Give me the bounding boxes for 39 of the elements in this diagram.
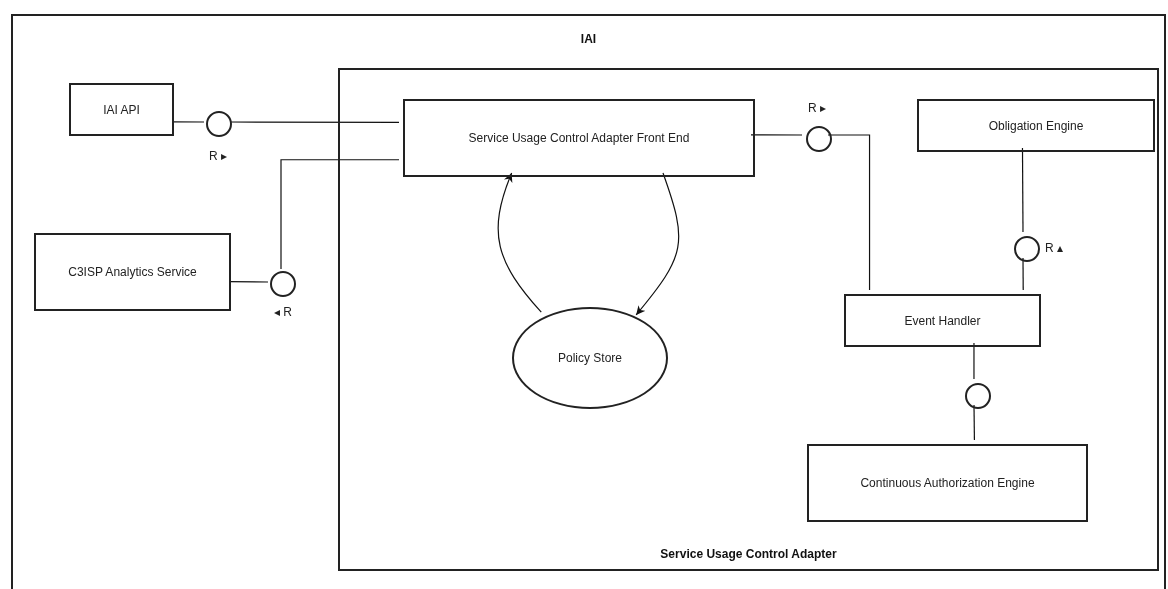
component-label: Continuous Authorization Engine [859,476,1036,490]
connector-line [750,134,803,136]
component-box [917,99,1155,152]
connector-line [229,121,400,123]
interface-label: ◂ R [274,305,292,319]
component-label: C3ISP Analytics Service [67,265,198,279]
connector-line [171,121,205,123]
interface-circle [1014,236,1040,262]
component-box [807,444,1088,522]
store-oval [512,307,668,409]
frame-title: IAI [579,32,598,46]
interface-circle [806,126,832,152]
component-label: Service Usage Control Adapter Front End [467,131,691,145]
arrow [497,172,542,313]
interface-label: R ▴ [1045,241,1063,255]
interface-circle [965,383,991,409]
component-box [844,294,1041,347]
component-label: Policy Store [557,351,623,365]
component-frame [11,14,1166,589]
component-label: Event Handler [903,313,982,328]
connector-line [827,134,871,291]
component-frame [338,68,1159,571]
connector-line [973,342,975,380]
connector-line [973,404,975,441]
component-box [69,83,174,136]
interface-circle [270,271,296,297]
component-label: IAI API [102,102,141,117]
connector-line [280,159,400,270]
component-box [34,233,231,311]
connector-line [1022,257,1024,291]
component-label: Obligation Engine [987,118,1085,133]
frame-title: Service Usage Control Adapter [659,547,838,561]
arrow [635,172,680,316]
connector-line [1021,147,1024,233]
component-box [403,99,755,177]
interface-circle [206,111,232,137]
interface-label: R ▸ [209,149,227,163]
connector-line [228,281,269,283]
interface-label: R ▸ [808,101,826,115]
